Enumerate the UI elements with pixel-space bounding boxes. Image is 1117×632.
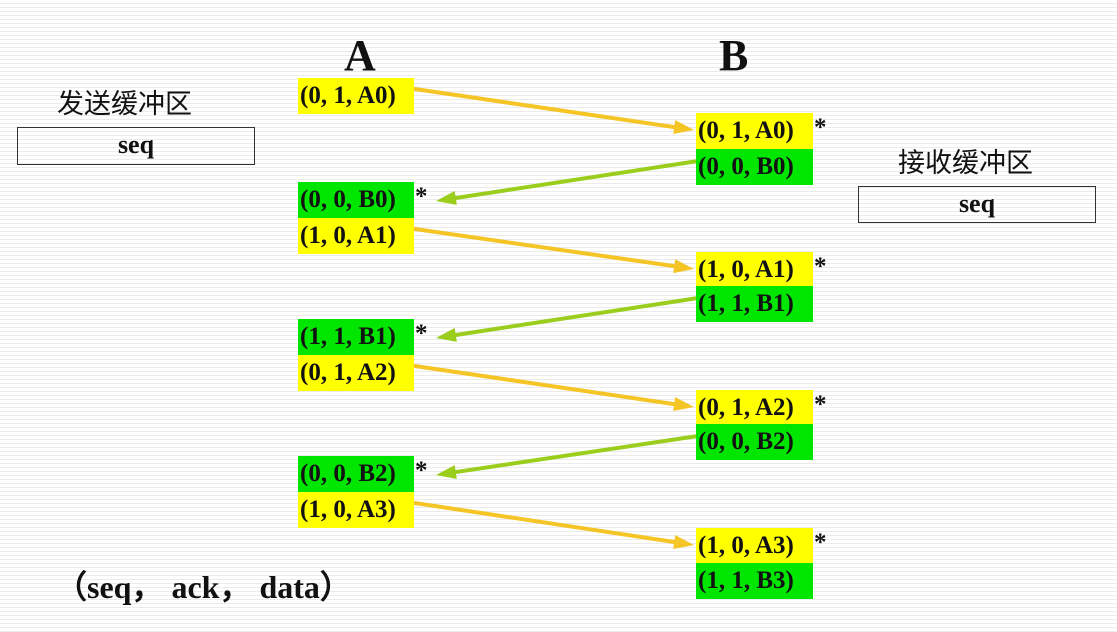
sender-frame-1-asterisk: *	[415, 183, 428, 210]
receiver-frame-6-asterisk: *	[814, 529, 827, 556]
arrowhead	[436, 191, 457, 205]
arrow-shaft	[453, 159, 700, 200]
receiver-frame-0-asterisk: *	[814, 114, 827, 141]
sender-frame-5: (0, 0, B2)	[298, 456, 414, 492]
send-buffer-title: 发送缓冲区	[57, 89, 192, 120]
sender-frame-3: (1, 1, B1)	[298, 319, 414, 355]
data-arrow-6	[406, 500, 694, 549]
receiver-frame-2-asterisk: *	[814, 253, 827, 280]
receiver-frame-6: (1, 0, A3)	[696, 528, 813, 564]
arrowhead	[436, 328, 457, 342]
arrow-shaft	[453, 296, 700, 337]
column-a-title: A	[344, 31, 376, 80]
column-b-title: B	[719, 31, 749, 80]
sender-frame-3-asterisk: *	[415, 320, 428, 347]
receiver-frame-4: (0, 1, A2)	[696, 390, 813, 426]
arrow-shaft	[406, 500, 677, 545]
arrow-shaft	[453, 434, 700, 475]
receiver-frame-4-asterisk: *	[814, 391, 827, 418]
arrowhead	[673, 397, 694, 412]
recv-buffer-box: seq	[858, 186, 1096, 223]
data-arrow-4	[406, 363, 694, 412]
sender-frame-4: (0, 1, A2)	[298, 355, 414, 391]
sender-frame-1: (0, 0, B0)	[298, 182, 414, 218]
recv-buffer-title: 接收缓冲区	[898, 148, 1033, 179]
sender-frame-2: (1, 0, A1)	[298, 218, 414, 254]
ack-arrow-3	[436, 296, 700, 342]
data-arrow-2	[406, 226, 694, 274]
ack-arrow-5	[436, 434, 700, 479]
arrow-shaft	[406, 363, 677, 407]
sender-frame-5-asterisk: *	[415, 457, 428, 484]
ack-arrow-1	[436, 159, 700, 205]
receiver-frame-2: (1, 0, A1)	[696, 252, 813, 288]
receiver-frame-3: (1, 1, B1)	[696, 286, 813, 322]
receiver-frame-7: (1, 1, B3)	[696, 563, 813, 599]
arrowhead	[673, 535, 694, 549]
data-arrow-0	[406, 86, 694, 135]
sender-frame-6: (1, 0, A3)	[298, 492, 414, 528]
receiver-frame-0: (0, 1, A0)	[696, 113, 813, 149]
receiver-frame-5: (0, 0, B2)	[696, 424, 813, 460]
arrowhead	[673, 259, 694, 274]
receiver-frame-1: (0, 0, B0)	[696, 149, 813, 185]
tuple-format-note: （seq， ack， data）	[55, 569, 352, 605]
arrowhead	[436, 465, 457, 479]
sender-frame-0: (0, 1, A0)	[298, 78, 414, 114]
arrow-shaft	[406, 226, 677, 269]
send-buffer-box: seq	[17, 127, 255, 165]
arrow-shaft	[406, 86, 677, 130]
arrowhead	[673, 120, 694, 135]
